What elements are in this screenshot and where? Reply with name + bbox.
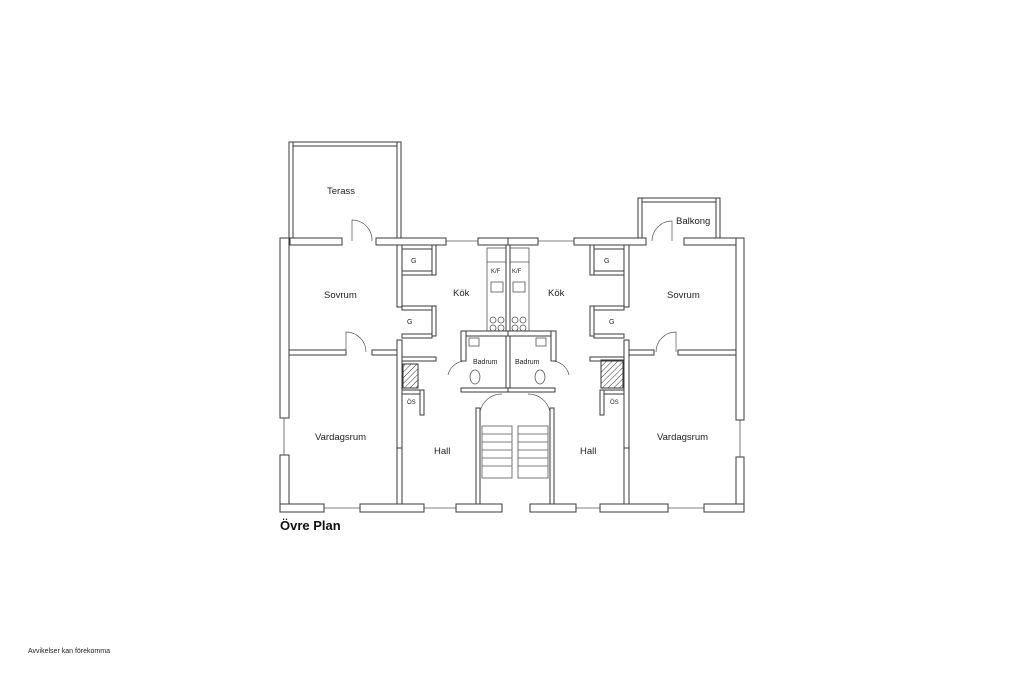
room-label-bath-right: Badrum [515,359,540,366]
shaft-label: ÖS [407,399,416,406]
room-label-bedroom-left: Sovrum [324,290,357,301]
room-label-kitchen-left: Kök [453,288,470,299]
disclaimer-text: Avvikelser kan förekomma [28,648,110,655]
room-label-living-left: Vardagsrum [315,432,366,443]
room-label-bedroom-right: Sovrum [667,290,700,301]
closet-label: G [407,319,412,326]
closet-label: G [604,258,609,265]
fridge-freezer-label: K/F [512,269,522,275]
room-label-living-right: Vardagsrum [657,432,708,443]
shaft-label: ÖS [610,399,619,406]
room-label-hall-left: Hall [434,446,450,457]
room-label-terrace: Terass [327,186,355,197]
interior-walls [288,244,737,505]
room-label-kitchen-right: Kök [548,288,565,299]
closet-label: G [609,319,614,326]
fridge-freezer-label: K/F [491,269,501,275]
room-label-bath-left: Badrum [473,359,498,366]
room-label-hall-right: Hall [580,446,596,457]
plan-title: Övre Plan [280,518,341,533]
balcony [637,197,721,242]
room-label-balcony: Balkong [676,216,710,227]
closet-label: G [411,258,416,265]
